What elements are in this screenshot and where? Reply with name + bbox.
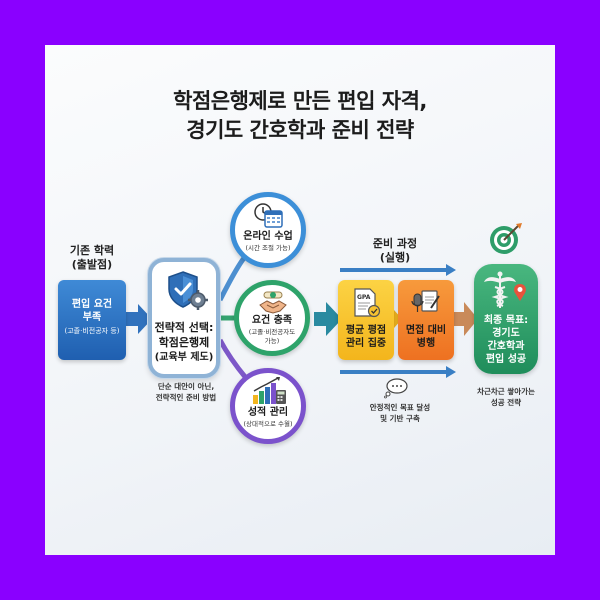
- branch-online-title: 온라인 수업: [243, 231, 293, 242]
- shield-check-gear-icon: [168, 271, 208, 310]
- branch-requirement-sub-2: 가능): [264, 337, 280, 345]
- bar-chart-calculator-icon: [253, 377, 286, 404]
- center-line-3: (교육부 제도): [154, 352, 214, 363]
- process-note-line-1: 안정적인 목표 달성: [369, 403, 431, 412]
- step-gpa-management: GPA 평균 평점 관리 집중: [338, 280, 394, 360]
- branch-grade-title: 성적 관리: [247, 407, 289, 418]
- branch-grade-sub: (상대적으로 수월): [243, 420, 293, 428]
- center-strategy-node: 전략적 선택: 학점은행제 (교육부 제도): [148, 258, 220, 378]
- process-heading: 준비 과정 (실행): [350, 237, 440, 265]
- title-line-1: 학점은행제로 만든 편입 자격,: [173, 89, 427, 113]
- arrow-start-to-center: [126, 304, 152, 334]
- center-note-line-2: 전략적인 준비 방법: [155, 393, 217, 402]
- center-line-2: 학점은행제: [158, 336, 210, 349]
- branch-grade-management: 성적 관리 (상대적으로 수월): [230, 368, 306, 444]
- center-line-1: 전략적 선택:: [154, 321, 214, 334]
- title-line-2: 경기도 간호학과 준비 전략: [186, 118, 414, 142]
- start-heading: 기존 학력 (출발점): [50, 244, 134, 272]
- goal-line-3: 간호학과: [487, 341, 525, 352]
- gpa-text: GPA: [357, 294, 371, 301]
- start-box-line-3: (고졸·비전공자 등): [64, 327, 120, 335]
- step-interview-line-2: 병행: [416, 338, 436, 349]
- start-box: 편입 요건 부족 (고졸·비전공자 등): [58, 280, 126, 360]
- caduceus-location-icon: [484, 271, 526, 308]
- goal-line-2: 경기도: [492, 328, 520, 339]
- microphone-notepad-icon: [411, 290, 440, 312]
- arrow-interview-to-goal: [454, 302, 478, 336]
- arrow-requirement-to-gpa: [314, 302, 342, 336]
- step-interview-prep: 면접 대비 병행: [398, 280, 454, 360]
- goal-note: 차근차근 쌓아가는 성공 전략: [460, 386, 552, 408]
- goal-note-line-1: 차근차근 쌓아가는: [477, 387, 535, 396]
- target-arrow-icon: [490, 223, 522, 254]
- start-box-line-2: 부족: [82, 312, 102, 323]
- clock-calendar-icon: [254, 203, 283, 228]
- step-gpa-line-1: 평균 평점: [345, 325, 387, 336]
- process-bottom-arrow: [340, 366, 456, 378]
- start-heading-line-1: 기존 학력: [69, 244, 115, 257]
- branch-requirement-sub-1: (고졸·비전공자도: [248, 328, 296, 336]
- gpa-document-icon: GPA: [354, 288, 381, 318]
- center-note-line-1: 단순 대안이 아닌,: [157, 382, 215, 391]
- goal-box: 최종 목표: 경기도 간호학과 편입 성공: [474, 264, 538, 374]
- branch-online-classes: 온라인 수업 (시간 조절 가능): [230, 192, 306, 268]
- center-note: 단순 대안이 아닌, 전략적인 준비 방법: [146, 381, 226, 403]
- process-note: 안정적인 목표 달성 및 기반 구축: [350, 402, 450, 424]
- process-top-arrow: [340, 264, 456, 276]
- thought-bubble-icon: [384, 378, 408, 399]
- step-interview-line-1: 면접 대비: [405, 325, 447, 336]
- goal-note-line-2: 성공 전략: [490, 398, 522, 407]
- step-gpa-line-2: 관리 집중: [345, 338, 387, 349]
- branch-online-sub: (시간 조절 가능): [245, 244, 291, 252]
- branch-requirement-met: 요건 충족 (고졸·비전공자도 가능): [234, 280, 310, 356]
- handshake-diploma-icon: [259, 291, 287, 314]
- branch-requirement-title: 요건 충족: [251, 315, 293, 326]
- goal-line-1: 최종 목표:: [483, 315, 529, 326]
- process-heading-line-1: 준비 과정: [372, 237, 418, 250]
- process-heading-line-2: (실행): [379, 251, 411, 264]
- process-note-line-2: 및 기반 구축: [380, 414, 420, 423]
- start-heading-line-2: (출발점): [71, 258, 113, 271]
- start-box-line-1: 편입 요건: [71, 299, 113, 310]
- goal-line-4: 편입 성공: [485, 354, 527, 365]
